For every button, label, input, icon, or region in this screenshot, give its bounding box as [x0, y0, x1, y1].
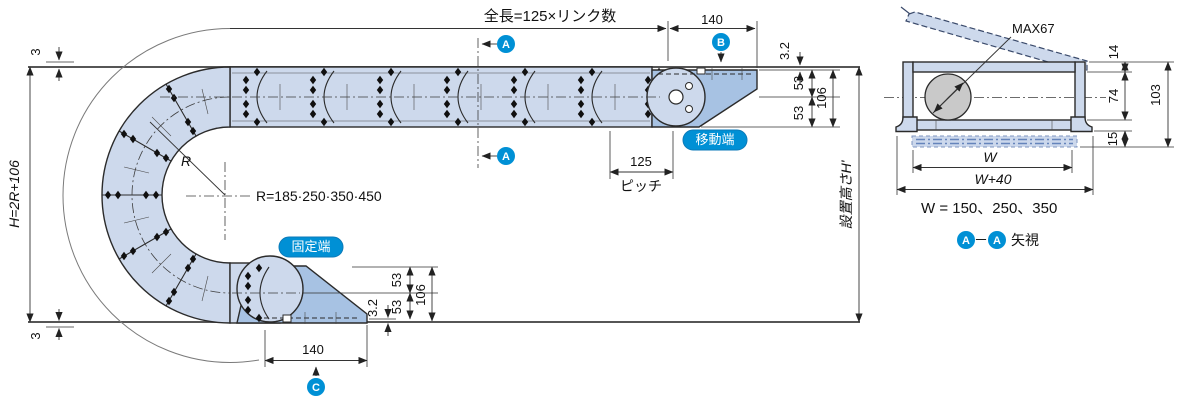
dim-106-fixed: 106 — [413, 284, 428, 306]
dim-3-bottom: 3 — [28, 332, 43, 339]
dim-140-top: 140 — [701, 12, 723, 27]
motion-envelope-arc — [62, 28, 260, 364]
dim-w: W — [983, 149, 998, 165]
view-caption: A － A 矢視 — [957, 231, 1039, 249]
chain-bend — [101, 66, 231, 324]
badge-letter: C — [312, 382, 320, 394]
max-cable-callout: MAX67 — [932, 21, 1055, 114]
dim-53-lower: 53 — [791, 106, 806, 120]
dim-w-plus-40: W+40 — [975, 171, 1012, 187]
dim-106: 106 — [814, 87, 829, 109]
dim-53-fixed-upper: 53 — [389, 273, 404, 287]
moving-end-bracket — [646, 67, 758, 128]
badge-letter: A — [993, 235, 1001, 247]
lid-hook — [900, 6, 911, 15]
mount-hole — [685, 105, 693, 113]
install-height-label: 設置高さH' — [838, 159, 854, 229]
fixed-end-label: 固定端 — [278, 236, 344, 258]
dim-125-pitch: 125 — [630, 154, 652, 169]
section-a-badge-top — [497, 35, 515, 53]
dim-3-2-bottom: 3.2 — [365, 299, 380, 317]
moving-end-label: 移動端 — [682, 129, 748, 151]
svg-text:移動端: 移動端 — [695, 132, 734, 147]
fixed-end-bracket — [236, 255, 368, 324]
pivot-hole — [668, 89, 684, 105]
radius-callout: R R=185·250·350·450 — [149, 121, 382, 204]
moving-bracket-notch — [696, 67, 706, 75]
badge-letter: B — [717, 37, 725, 49]
dim-3-2-top: 3.2 — [777, 42, 792, 60]
open-lid — [900, 6, 1088, 71]
position-badge-b: B — [712, 33, 730, 63]
caption-suffix: 矢視 — [1011, 232, 1039, 248]
cable-chain — [101, 66, 662, 324]
badge-letter: A — [502, 151, 510, 163]
plate-inner-edges — [232, 72, 650, 122]
left-foot — [895, 116, 918, 133]
max-cable-label: MAX67 — [1012, 21, 1055, 36]
total-length-label: 全長=125×リンク数 — [484, 7, 617, 25]
left-rail — [902, 61, 914, 121]
section-frame — [895, 61, 1093, 133]
radius-center-mark — [186, 162, 252, 240]
cable-cross-section — [924, 73, 972, 121]
width-values-label: W = 150、250、350 — [921, 200, 1057, 217]
badge-letter: A — [502, 39, 510, 51]
position-badge-c: C — [307, 366, 325, 396]
radius-values-label: R=185·250·350·450 — [256, 188, 382, 204]
section-a-badge-bottom — [497, 147, 515, 165]
section-cut-line: A A — [477, 35, 515, 168]
caption-a-badge — [957, 231, 975, 249]
right-rail — [1074, 61, 1086, 121]
right-foot — [1070, 116, 1093, 133]
side-view: R R=185·250·350·450 A A B C 移動端 — [6, 7, 863, 396]
section-dimensions: 14 74 15 103 W W+40 W = 150、250、350 — [896, 45, 1174, 217]
dim-103: 103 — [1148, 84, 1163, 106]
mount-hole — [685, 82, 693, 90]
dimensions: 全長=125×リンク数 140 3.2 53 53 106 設置高さH' H=2… — [6, 7, 863, 367]
fixed-bracket-notch — [282, 314, 292, 323]
top-bar — [912, 61, 1076, 73]
base-strip — [911, 135, 1078, 148]
dim-14: 14 — [1106, 45, 1121, 59]
dim-53-fixed-lower: 53 — [389, 300, 404, 314]
pitch-label: ピッチ — [620, 178, 662, 194]
height-formula-label: H=2R+106 — [6, 160, 22, 228]
dim-74: 74 — [1106, 89, 1121, 103]
dim-140-bottom: 140 — [302, 342, 324, 357]
badge-letter: A — [962, 235, 970, 247]
centerlines — [131, 96, 660, 294]
caption-a-badge — [988, 231, 1006, 249]
radius-leader-label: R — [181, 153, 191, 169]
section-view: MAX67 14 74 15 103 W W+40 W = 150、250、35… — [884, 6, 1174, 249]
svg-text:固定端: 固定端 — [291, 239, 330, 254]
bottom-bar — [912, 119, 1076, 131]
dim-53-upper: 53 — [791, 76, 806, 90]
dim-15: 15 — [1105, 132, 1120, 146]
dim-3-top: 3 — [28, 48, 43, 55]
caption-dash: － — [974, 232, 988, 248]
